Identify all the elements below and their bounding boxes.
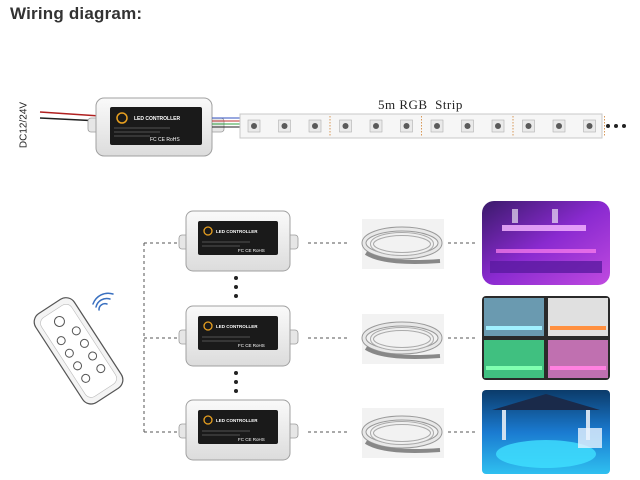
- led-strip-reel: [361, 314, 444, 364]
- cert-marks: FC CE RoHS: [238, 343, 265, 348]
- rgb-bar-counter-scene: [482, 296, 610, 380]
- remote-control-icon: [33, 297, 124, 405]
- main-controller: LED CONTROLLER FC CE RoHS: [87, 97, 225, 157]
- receiver-controller: LED CONTROLLER FC CE RoHS: [178, 210, 299, 272]
- controller-brand: LED CONTROLLER: [216, 418, 258, 423]
- cert-marks: FC CE RoHS: [150, 137, 180, 143]
- strip-led: [400, 119, 413, 133]
- strip-led: [247, 119, 261, 133]
- controller-label-panel: [198, 410, 278, 444]
- strip-led: [552, 119, 566, 133]
- led-strip: [239, 113, 626, 139]
- wireless-signal-icon: [92, 292, 114, 311]
- strip-led: [339, 119, 352, 133]
- receiver-controller: LED CONTROLLER FC CE RoHS: [178, 305, 299, 367]
- strip-led: [430, 119, 444, 133]
- led-strip-reel: [361, 219, 444, 269]
- controller-row: LED CONTROLLER FC CE RoHS: [178, 296, 610, 380]
- strip-body: [239, 113, 603, 139]
- color-wheel-icon: [116, 112, 128, 124]
- controller-brand: LED CONTROLLER: [134, 116, 180, 122]
- controller-label-panel: [198, 221, 278, 255]
- led-strip-reel: [361, 408, 444, 458]
- strip-led: [461, 119, 474, 133]
- receiver-controller: LED CONTROLLER FC CE RoHS: [178, 399, 299, 461]
- purple-lit-bar-scene: [482, 201, 610, 285]
- strip-label: 5m RGB Strip: [378, 97, 463, 112]
- more-controllers-ellipsis: [234, 276, 238, 393]
- color-wheel-icon: [203, 226, 213, 236]
- strip-led: [522, 119, 535, 133]
- strip-leds: [247, 116, 605, 136]
- cert-marks: FC CE RoHS: [238, 437, 265, 442]
- controller-label-panel: [198, 316, 278, 350]
- color-wheel-icon: [203, 321, 213, 331]
- controller-row: LED CONTROLLER FC CE RoHS: [178, 201, 610, 285]
- controller-brand: LED CONTROLLER: [216, 324, 258, 329]
- continuation-dot: [622, 124, 626, 128]
- cert-marks: FC CE RoHS: [238, 248, 265, 253]
- strip-led: [278, 119, 291, 133]
- controller-row: LED CONTROLLER FC CE RoHS: [178, 390, 610, 474]
- strip-led: [369, 119, 383, 133]
- blue-lit-pool-scene: [482, 390, 610, 474]
- strip-led: [491, 119, 505, 133]
- controller-rows: LED CONTROLLER FC CE RoHS LED CONTROLLER FC…: [178, 201, 610, 474]
- controller-brand: LED CONTROLLER: [216, 229, 258, 234]
- controller-label-panel: [110, 107, 202, 145]
- wireless-link-lines: [143, 242, 182, 433]
- strip-led: [583, 119, 596, 133]
- strip-led: [308, 119, 322, 133]
- continuation-dot: [614, 124, 618, 128]
- color-wheel-icon: [203, 415, 213, 425]
- diagram-title: Wiring diagram:: [10, 4, 143, 23]
- continuation-dot: [606, 124, 610, 128]
